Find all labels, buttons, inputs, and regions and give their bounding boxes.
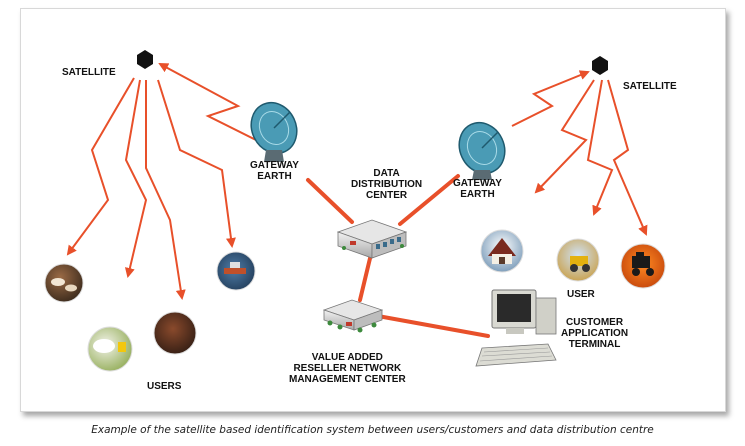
beam-satellite-to-cattle (66, 77, 135, 256)
data-distribution-center-label: DATA DISTRIBUTION CENTER (351, 168, 423, 201)
ship-detail (224, 262, 246, 274)
link-var-center-to-terminal (376, 314, 490, 338)
barn-detail (488, 238, 516, 264)
sheep-detail (93, 339, 126, 353)
bull-photo (153, 311, 197, 355)
link-gateway-left-to-data-center (306, 178, 354, 224)
ground-links (306, 174, 490, 338)
left-satellite-beams (66, 63, 257, 300)
var-network-center-label: VALUE ADDED RESELLER NETWORK MANAGEMENT … (289, 352, 406, 385)
diagram-frame (20, 8, 726, 412)
customer-terminal-icon (475, 289, 557, 367)
satellite-right-label: SATELLITE (623, 81, 677, 92)
user-label: USER (567, 289, 595, 300)
gateway-right-label: GATEWAY EARTH (453, 178, 502, 200)
beam-satellite-to-ship (157, 79, 236, 248)
beam-satellite-to-bull (145, 80, 186, 300)
var-center-building-icon (322, 299, 384, 333)
right-satellite-beams (511, 70, 648, 236)
data-center-building-icon (336, 219, 408, 259)
link-gateway-right-to-data-center (398, 174, 460, 226)
gateway-left-dish-icon (250, 101, 298, 162)
cattle-detail (51, 278, 77, 292)
gateway-left-label: GATEWAY EARTH (250, 160, 299, 182)
beam-satellite-to-tractor (586, 79, 614, 216)
satellite-right-icon (592, 56, 608, 75)
tractor-detail (570, 256, 590, 272)
beam-gateway-to-satellite-left (158, 63, 257, 141)
satellite-left-icon (137, 50, 153, 69)
satellite-left-label: SATELLITE (62, 67, 116, 78)
beam-satellite-to-sheep (124, 79, 148, 278)
gateway-right-dish-icon (458, 121, 506, 180)
beam-satellite-to-barn (534, 79, 595, 194)
figure-caption: Example of the satellite based identific… (91, 424, 654, 436)
beam-satellite-to-harvester (607, 79, 648, 236)
customer-terminal-label: CUSTOMER APPLICATION TERMINAL (561, 317, 629, 350)
beam-gateway-to-satellite-right (511, 70, 590, 127)
users-label: USERS (147, 381, 182, 392)
link-data-center-to-var-center (358, 248, 374, 302)
harvester-detail (632, 252, 654, 276)
